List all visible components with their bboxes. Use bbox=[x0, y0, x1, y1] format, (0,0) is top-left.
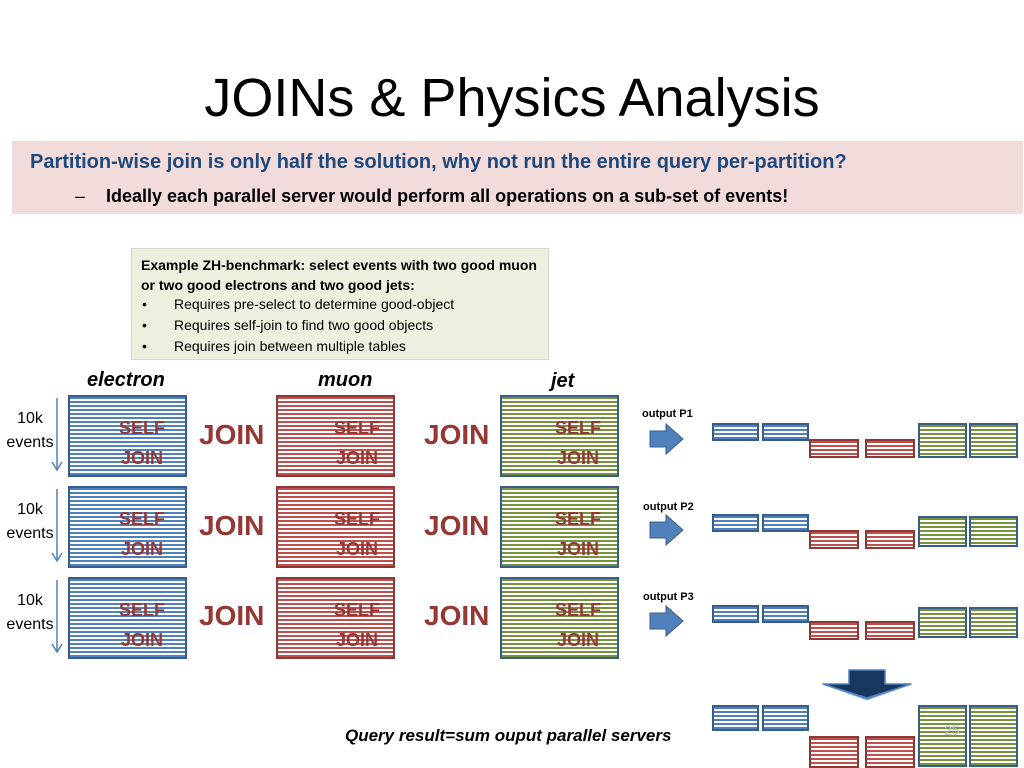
join-label: JOIN bbox=[199, 419, 265, 450]
self-join-label: SELF bbox=[119, 509, 165, 529]
highlight-banner bbox=[12, 141, 1023, 214]
output-label: output P3 bbox=[643, 591, 694, 603]
events-count: 10k bbox=[17, 410, 43, 427]
down-arrow-head bbox=[51, 461, 63, 472]
output-jet-block bbox=[969, 423, 1018, 458]
self-join-label: SELF bbox=[334, 509, 380, 529]
output-muon-block bbox=[865, 530, 915, 549]
self-join-label: SELF bbox=[555, 600, 601, 620]
muon-partition bbox=[276, 395, 395, 477]
events-word: events bbox=[6, 434, 54, 451]
events-label: 10k events bbox=[0, 498, 60, 546]
output-electron-block bbox=[762, 514, 809, 532]
output-label: output P2 bbox=[643, 501, 694, 513]
info-box-title: Example ZH-benchmark: select events with… bbox=[141, 257, 537, 293]
join-label: JOIN bbox=[424, 600, 490, 631]
self-join-label: SELF bbox=[334, 418, 380, 438]
self-join-label: JOIN bbox=[557, 630, 599, 650]
self-join-label: JOIN bbox=[557, 539, 599, 559]
slide-title: JOINs & Physics Analysis bbox=[204, 68, 820, 128]
benchmark-info-box bbox=[131, 248, 549, 360]
column-header-muon: muon bbox=[318, 369, 373, 391]
query-result-caption: Query result=sum ouput parallel servers bbox=[345, 726, 672, 745]
output-electron-block bbox=[762, 423, 809, 441]
column-header-electron: electron bbox=[87, 369, 165, 391]
join-label: JOIN bbox=[424, 419, 490, 450]
result-muon-block bbox=[809, 736, 859, 768]
info-bullet: Requires pre-select to determine good-ob… bbox=[174, 296, 455, 312]
events-word: events bbox=[6, 525, 54, 542]
events-label: 10k events bbox=[0, 589, 60, 637]
bullet-mark: • bbox=[142, 338, 147, 354]
self-join-label: SELF bbox=[119, 418, 165, 438]
self-join-label: JOIN bbox=[121, 539, 163, 559]
output-muon-block bbox=[865, 621, 915, 640]
right-arrow-icon bbox=[649, 513, 684, 547]
page-number: 25 bbox=[944, 722, 960, 738]
banner-question: Partition-wise join is only half the sol… bbox=[30, 151, 847, 173]
sum-down-arrow-icon bbox=[822, 669, 912, 699]
banner-statement: Ideally each parallel server would perfo… bbox=[106, 186, 789, 206]
self-join-label: SELF bbox=[334, 600, 380, 620]
right-arrow-icon bbox=[649, 422, 684, 456]
info-bullet: Requires self-join to find two good obje… bbox=[174, 317, 434, 333]
self-join-label: JOIN bbox=[121, 448, 163, 468]
output-electron-block bbox=[712, 605, 759, 623]
output-electron-block bbox=[712, 514, 759, 532]
right-arrow-icon bbox=[649, 604, 684, 638]
join-label: JOIN bbox=[199, 600, 265, 631]
info-bullet: Requires join between multiple tables bbox=[174, 338, 406, 354]
output-jet-block bbox=[969, 516, 1018, 547]
output-jet-block bbox=[918, 423, 967, 458]
self-join-label: JOIN bbox=[336, 539, 378, 559]
join-label: JOIN bbox=[199, 510, 265, 541]
output-label: output P1 bbox=[642, 408, 693, 420]
electron-partition bbox=[68, 577, 187, 659]
events-count: 10k bbox=[17, 592, 43, 609]
result-electron-block bbox=[712, 705, 759, 731]
column-header-jet: jet bbox=[551, 370, 575, 392]
result-electron-block bbox=[762, 705, 809, 731]
self-join-label: JOIN bbox=[336, 630, 378, 650]
down-arrow-head bbox=[51, 552, 63, 563]
jet-partition bbox=[500, 395, 619, 477]
events-count: 10k bbox=[17, 501, 43, 518]
muon-partition bbox=[276, 486, 395, 568]
output-muon-block bbox=[809, 439, 859, 458]
events-label: 10k events bbox=[0, 407, 60, 455]
output-electron-block bbox=[712, 423, 759, 441]
result-muon-block bbox=[865, 736, 915, 768]
self-join-label: SELF bbox=[119, 600, 165, 620]
muon-partition bbox=[276, 577, 395, 659]
output-muon-block bbox=[809, 621, 859, 640]
output-jet-block bbox=[969, 607, 1018, 638]
output-muon-block bbox=[865, 439, 915, 458]
self-join-label: JOIN bbox=[336, 448, 378, 468]
jet-partition bbox=[500, 486, 619, 568]
self-join-label: SELF bbox=[555, 509, 601, 529]
events-word: events bbox=[6, 616, 54, 633]
join-label: JOIN bbox=[424, 510, 490, 541]
electron-partition bbox=[68, 395, 187, 477]
result-jet-block bbox=[969, 705, 1018, 767]
banner-dash: – bbox=[75, 186, 86, 206]
self-join-label: JOIN bbox=[121, 630, 163, 650]
electron-partition bbox=[68, 486, 187, 568]
self-join-label: JOIN bbox=[557, 448, 599, 468]
jet-partition bbox=[500, 577, 619, 659]
down-arrow-head bbox=[51, 643, 63, 654]
result-jet-block bbox=[918, 705, 967, 767]
output-jet-block bbox=[918, 607, 967, 638]
output-jet-block bbox=[918, 516, 967, 547]
bullet-mark: • bbox=[142, 296, 147, 312]
output-muon-block bbox=[809, 530, 859, 549]
output-electron-block bbox=[762, 605, 809, 623]
bullet-mark: • bbox=[142, 317, 147, 333]
self-join-label: SELF bbox=[555, 418, 601, 438]
